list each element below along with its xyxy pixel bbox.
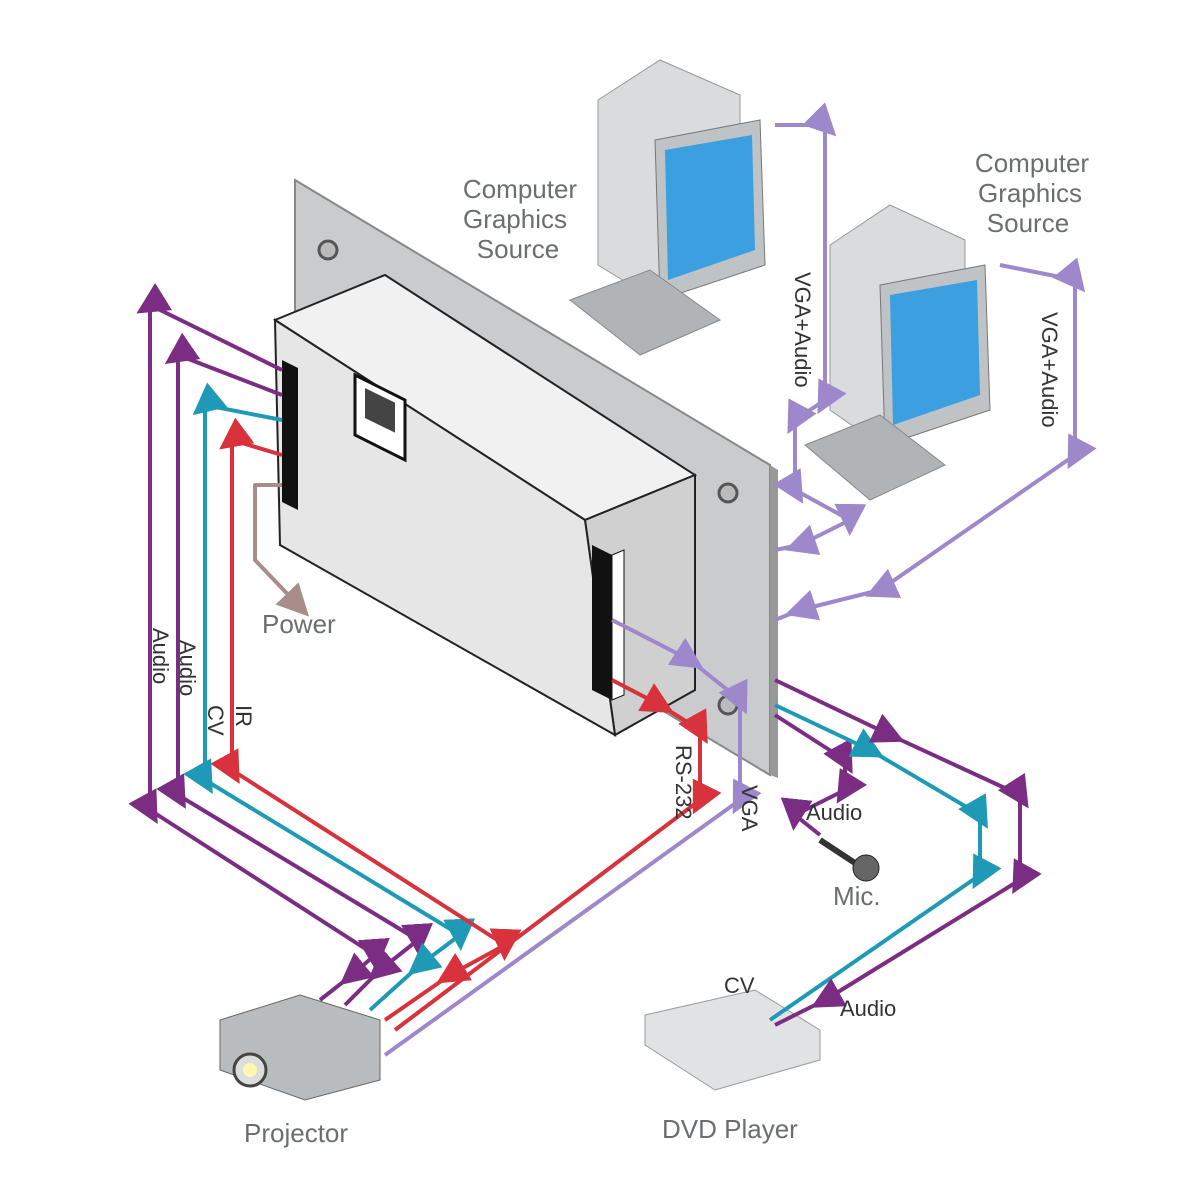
audio-label-left-1: Audio <box>148 628 173 684</box>
rs232-label: RS-232 <box>671 745 696 820</box>
audio-label-left-2: Audio <box>175 640 200 696</box>
computer-icon <box>804 204 991 501</box>
dvd-audio-label: Audio <box>840 996 896 1021</box>
microphone-icon <box>818 837 880 882</box>
source-2-label: Computer Graphics Source <box>975 148 1089 238</box>
dvd-cv-label: CV <box>724 973 755 998</box>
mic-label: Mic. <box>833 881 881 911</box>
vga-audio-label-1: VGA+Audio <box>790 272 815 388</box>
source-1-line-2: Graphics <box>463 204 567 234</box>
computer-icon <box>568 59 766 356</box>
source-1-line-1: Computer <box>463 174 577 204</box>
power-wire <box>253 483 310 617</box>
rs232-wire <box>393 678 722 1032</box>
dvd-player-label: DVD Player <box>662 1114 798 1144</box>
vga-audio-wire-2 <box>774 257 1097 622</box>
source-2-line-3: Source <box>987 208 1069 238</box>
vga-label: VGA <box>737 785 762 832</box>
power-label: Power <box>262 609 336 639</box>
monitor-icon <box>665 135 755 280</box>
source-1-line-3: Source <box>477 234 559 264</box>
ir-wire <box>210 417 522 1022</box>
ir-label: IR <box>231 705 256 727</box>
source-2-line-2: Graphics <box>978 178 1082 208</box>
keyboard-icon <box>568 269 722 356</box>
source-1-label: Computer Graphics Source <box>463 174 577 264</box>
mic-audio-label: Audio <box>806 800 862 825</box>
wires <box>128 102 1097 1057</box>
vga-audio-label-2: VGA+Audio <box>1037 312 1062 428</box>
dvd-audio-wire <box>774 678 1042 1027</box>
projector-icon <box>219 994 381 1101</box>
vga-wire <box>383 618 762 1057</box>
projector-label: Projector <box>244 1118 348 1148</box>
cv-label-left: CV <box>203 705 228 736</box>
source-2-line-1: Computer <box>975 148 1089 178</box>
